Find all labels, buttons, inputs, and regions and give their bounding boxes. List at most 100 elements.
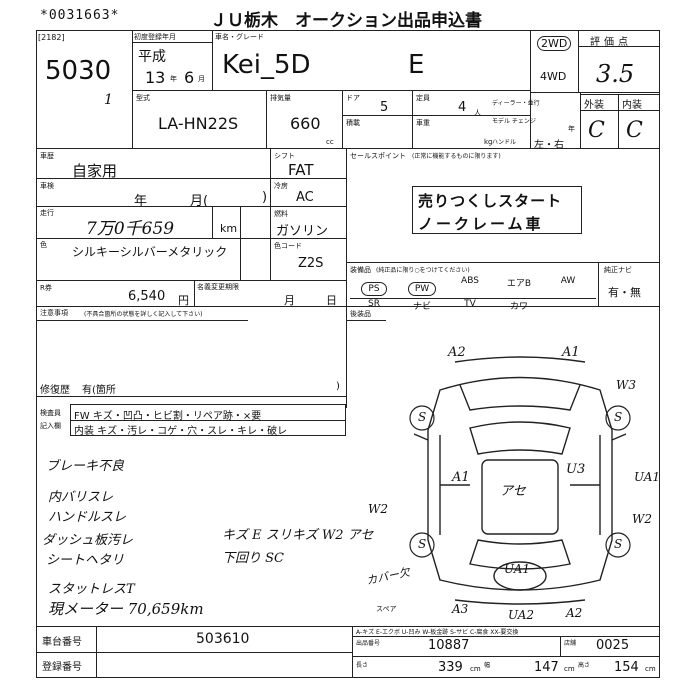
inspection-end: ): [262, 190, 268, 205]
sales-point-label: セールスポイント: [350, 152, 406, 160]
note-line-5: シートヘタリ: [46, 553, 125, 568]
model-value: LA-HN22S: [158, 114, 239, 133]
dealer-label: ディーラー・並行: [492, 100, 540, 107]
height-label: 高さ: [578, 662, 591, 669]
store-value: 0025: [596, 638, 630, 653]
width-value: 147: [534, 660, 559, 675]
color-label: 色: [40, 241, 47, 249]
weight-label: 車重: [416, 119, 430, 127]
equip-leather: カワ: [509, 302, 528, 312]
sales-point-line2: ノークレーム車: [418, 215, 544, 233]
note-center-1: キズ E スリキズ W2 アセ: [222, 528, 374, 543]
equipment-label: 装備品: [350, 266, 371, 274]
evaluation-score: 3.5: [596, 60, 635, 88]
lot-mark: 1: [104, 92, 113, 108]
mark-u3-right: U3: [566, 462, 586, 477]
mark-w3: W3: [616, 378, 636, 392]
length-unit: cm: [470, 665, 481, 673]
equipment-sub: (純正品に限り○をつけてください): [376, 267, 470, 274]
use-value: 自家用: [72, 162, 118, 180]
note-line-3: ハンドルスレ: [48, 510, 127, 525]
sales-point-stamp: [412, 186, 582, 234]
repair-label: 修復歴: [40, 385, 70, 396]
legend-row-1: FW キズ・凹凸・ヒビ割・リペア跡・×要: [74, 411, 262, 422]
evaluation-label: 評価点: [590, 37, 632, 48]
note-line-4: ダッシュ板汚レ: [42, 533, 134, 548]
color-code-label: 色コード: [274, 242, 302, 250]
sales-point-sub: (正常に機能するものに限ります): [412, 153, 501, 160]
mileage-value: 7万0千659: [86, 219, 175, 239]
length-value: 339: [438, 660, 463, 675]
equip-ps: PS: [361, 282, 387, 296]
equip-aw: AW: [560, 276, 576, 286]
model-label: 型式: [136, 94, 150, 102]
inspection-label: 車検: [40, 182, 54, 190]
serial-number: *0031663*: [40, 8, 120, 23]
exterior-label: 外装: [584, 100, 604, 111]
sunroof-label: 純正ナビ: [604, 266, 632, 274]
use-label: 車歴: [40, 152, 54, 160]
equip-pw: PW: [407, 282, 437, 296]
sales-point-line1: 売りつくしスタート: [418, 192, 563, 210]
mark-ae-center: アセ: [500, 484, 526, 499]
mark-a2-top: A2: [448, 345, 466, 360]
equipment-grid: PS PW ABS エアB AW SR ナビ TV カワ: [350, 276, 596, 312]
drive-selected: 2WD: [537, 36, 572, 51]
spare-label: スペア: [376, 605, 397, 613]
note-center-2: 下回り SC: [222, 551, 284, 566]
car-diagram: [409, 356, 631, 605]
sunroof-value: 有・無: [608, 286, 641, 299]
mark-a2-bottom: A2: [566, 606, 583, 620]
mark-w2-left: W2: [368, 502, 388, 516]
registration-year: 13: [145, 68, 166, 87]
legend-row-2: 内装 キズ・汚レ・コゲ・穴・スレ・キレ・破レ: [74, 426, 288, 437]
load-label: 積載: [346, 119, 360, 127]
chassis-value: 503610: [196, 631, 250, 647]
shift-label: シフト: [274, 152, 295, 160]
equip-tv: TV: [464, 299, 476, 309]
form-frame: [36, 30, 660, 678]
ac-label: 冷房: [274, 182, 288, 190]
note-meter: 現メーター 70,659km: [48, 600, 204, 618]
inspection-year: 年: [134, 194, 148, 209]
mark-a3-bottom: A3: [452, 602, 469, 616]
mark-ua1-right: UA1: [634, 470, 661, 484]
mark-ua2-bottom: UA2: [508, 608, 535, 622]
recycle-unit: 円: [178, 294, 189, 307]
after-label: 後装品: [350, 310, 371, 318]
weight-unit: kg: [484, 138, 493, 146]
entry-value: 10887: [428, 638, 470, 653]
model-change-unit: 年: [568, 125, 575, 133]
form-title: ＪＵ栃木 オークション出品申込書: [210, 11, 482, 31]
recycle-label: R券: [40, 284, 52, 292]
mark-s-br: S: [614, 537, 623, 551]
equip-sr: SR: [368, 299, 380, 309]
doors-label: ドア: [346, 94, 360, 102]
height-value: 154: [614, 660, 639, 675]
transfer-day: 日: [326, 294, 337, 307]
registration-month: 6: [184, 68, 195, 87]
store-label: 店舗: [564, 640, 577, 647]
transfer-month: 月: [284, 294, 295, 307]
legend-label-2: 記入欄: [40, 422, 61, 430]
mark-s-tr: S: [614, 410, 623, 424]
year-unit: 年: [170, 75, 177, 83]
fuel-value: ガソリン: [276, 224, 329, 239]
inspection-month: 月(: [190, 194, 209, 209]
doors-value: 5: [380, 100, 389, 115]
car-grade: E: [408, 50, 425, 80]
displacement-unit: cc: [326, 138, 334, 146]
note-line-1: ブレーキ不良: [46, 459, 125, 474]
legend-label-1: 検査員: [40, 409, 61, 417]
mark-a1-top: A1: [562, 345, 580, 360]
car-name: Kei_5D: [222, 50, 311, 80]
entry-label: 出品番号: [356, 640, 381, 647]
repair-close: ): [336, 381, 340, 392]
reg-label: 登録番号: [42, 662, 82, 673]
width-label: 幅: [484, 662, 491, 669]
mark-ua1-bottom: UA1: [504, 562, 531, 576]
mileage-label: 走行: [40, 209, 54, 217]
height-unit: cm: [645, 665, 656, 673]
drive-other: 4WD: [540, 70, 567, 83]
equip-navi: ナビ: [412, 302, 431, 312]
